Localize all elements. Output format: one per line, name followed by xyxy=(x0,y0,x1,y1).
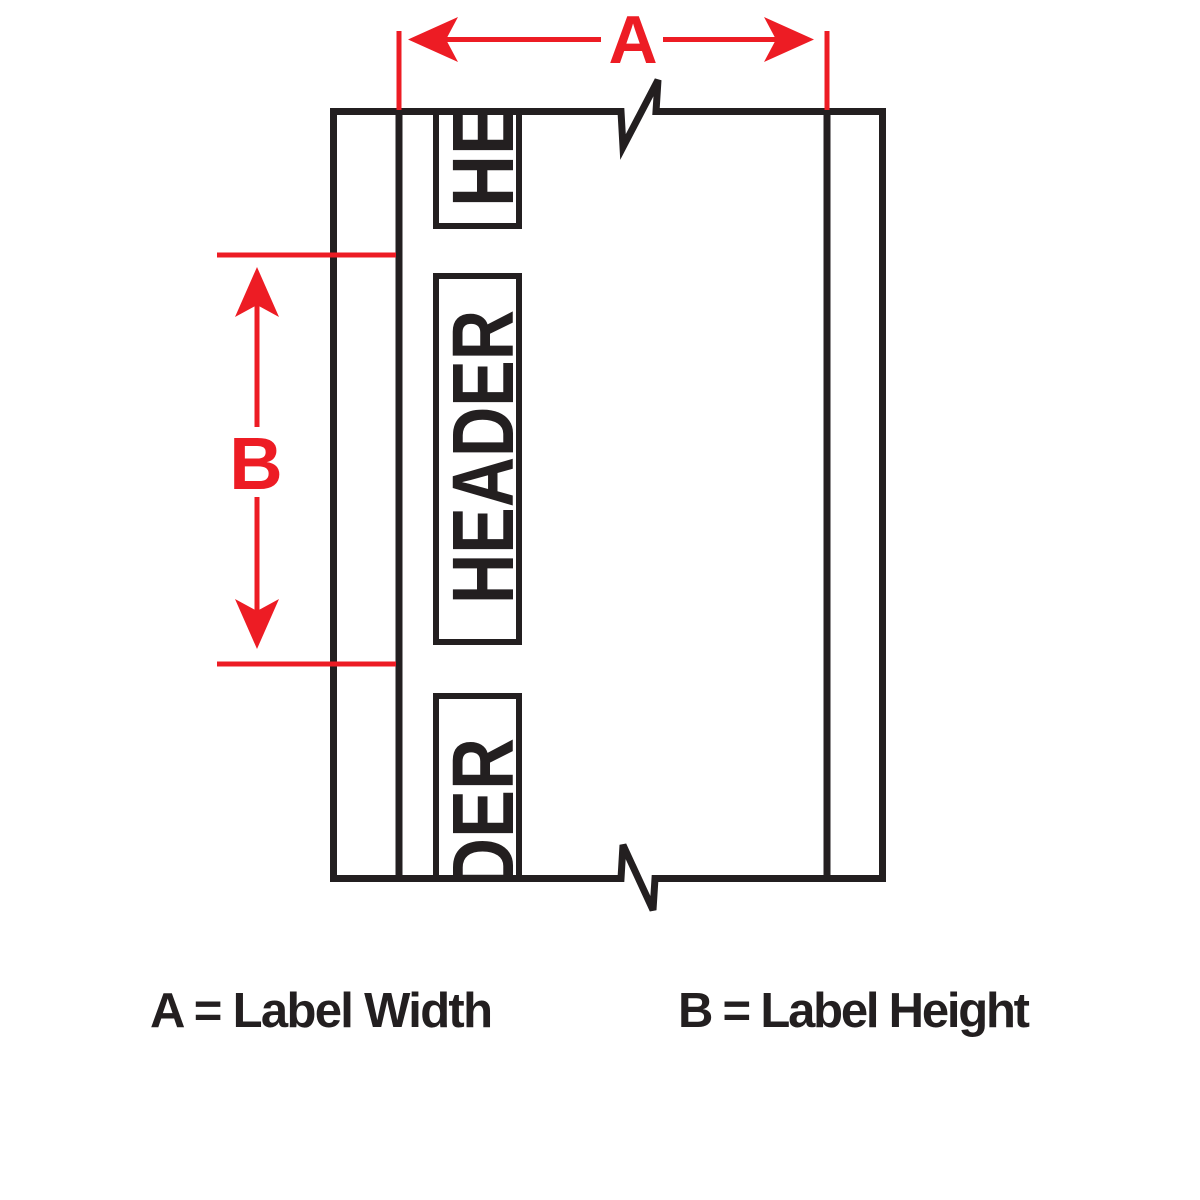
arrowhead-down-icon xyxy=(235,599,279,649)
arrowhead-right-icon xyxy=(764,17,814,62)
arrowhead-up-icon xyxy=(235,267,279,317)
dim-b-letter: B xyxy=(229,422,282,505)
dim-a-letter: A xyxy=(608,2,657,78)
dimension-a: A xyxy=(396,2,830,110)
caption-a: A = Label Width xyxy=(150,984,493,1038)
caption-b: B = Label Height xyxy=(678,984,1030,1038)
header-box-middle xyxy=(433,273,522,645)
roll-top-edge-with-break-mark xyxy=(330,78,886,160)
header-boxes: HE HEADER DER xyxy=(433,107,532,890)
header-text-middle: HEADER xyxy=(435,310,532,604)
header-box-bottom xyxy=(433,693,522,882)
header-text-top-fragment: HE xyxy=(435,107,532,207)
header-text-bottom-fragment: DER xyxy=(435,738,532,890)
label-roll-outline xyxy=(330,78,886,912)
header-box-top xyxy=(433,110,522,229)
dimension-b: B xyxy=(217,252,396,667)
roll-bottom-edge-with-break-mark xyxy=(330,843,886,912)
arrowhead-left-icon xyxy=(408,17,458,62)
captions: A = Label Width B = Label Height xyxy=(150,984,1030,1038)
